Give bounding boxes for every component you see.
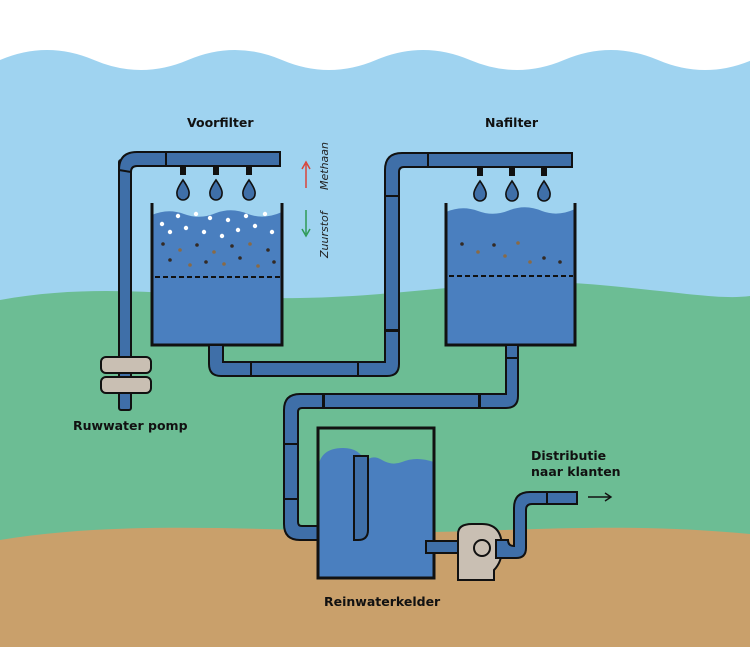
prefilter-tank [150, 203, 284, 347]
arrow-right-icon [588, 492, 613, 502]
raw-water-pump-label: Ruwwater pomp [73, 418, 188, 433]
water-drop-icon [473, 179, 551, 202]
nozzle [213, 166, 219, 175]
clean-water-cellar-label: Reinwaterkelder [324, 594, 441, 609]
water-drop-icon [176, 178, 256, 201]
distribution-pipe [495, 491, 578, 559]
postfilter-tank [444, 203, 577, 347]
distribution-label-line2: naar klanten [531, 464, 621, 479]
prefilter-label: Voorfilter [187, 115, 254, 130]
nozzle [477, 167, 483, 176]
nozzle [180, 166, 186, 175]
distribution-pump [457, 523, 504, 581]
nozzle [541, 167, 547, 176]
methane-label: Methaan [318, 142, 331, 190]
raw-water-pump [100, 356, 152, 394]
nozzle [509, 167, 515, 176]
arrow-up-icon [301, 160, 311, 188]
clean-water-cellar [316, 426, 467, 580]
arrow-down-icon [301, 210, 311, 238]
oxygen-label: Zuurstof [318, 209, 331, 259]
postfilter-label: Nafilter [485, 115, 539, 130]
raw-water-pipe [117, 151, 281, 411]
soil-layer [0, 527, 750, 647]
distribution-label-line1: Distributie [531, 448, 606, 463]
transfer-pipe [208, 152, 573, 377]
nozzle [246, 166, 252, 175]
